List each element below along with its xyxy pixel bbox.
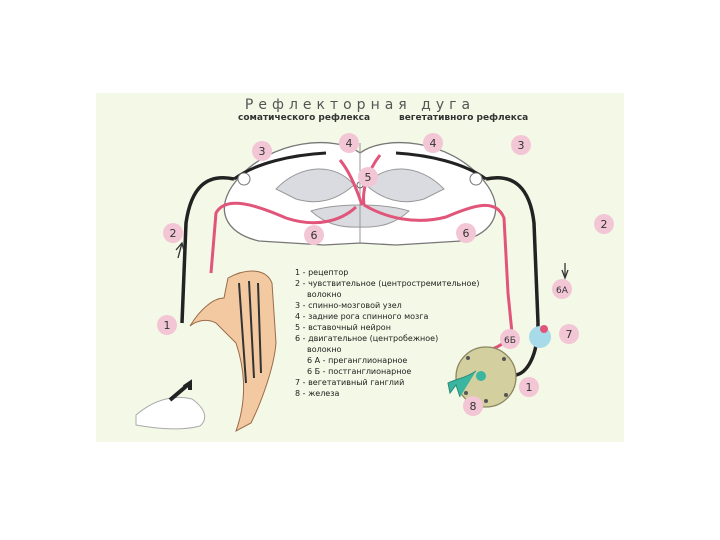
marker-label: 5	[365, 171, 372, 184]
marker-label: 2	[601, 218, 608, 231]
vegetative-arc	[362, 151, 569, 377]
legend-item: 6 А - преганглионарное	[307, 356, 408, 365]
diagram-panel: Рефлекторная дуга соматического рефлекса…	[96, 93, 624, 442]
marker-label: 3	[259, 145, 266, 158]
marker-label: 6Б	[504, 336, 516, 346]
legend-item: 7 - вегетативный ганглий	[295, 378, 405, 387]
marker-left-6: 6	[304, 225, 324, 245]
subtitle-somatic: соматического рефлекса	[238, 113, 371, 123]
marker-right-3: 3	[511, 135, 531, 155]
spinal-ganglion-right	[469, 172, 483, 186]
marker-left-3: 3	[252, 141, 272, 161]
subtitle-vegetative: вегетативного рефлекса	[399, 113, 529, 123]
sensory-fiber-right	[485, 176, 540, 324]
sensory-fiber-left	[180, 176, 235, 324]
interneuron	[338, 159, 364, 206]
legend-item: 3 - спинно-мозговой узел	[295, 301, 402, 310]
legend-item: волокно	[307, 290, 342, 299]
legend-item: 8 - железа	[295, 389, 340, 398]
marker-right-7: 7	[559, 324, 579, 344]
marker-label: 4	[346, 137, 353, 150]
marker-left-1: 1	[157, 315, 177, 335]
diagram-title: Рефлекторная дуга	[244, 97, 476, 113]
markers: 3 4 5 2 6 1 4 3 2 6 6А 6Б 7 1 8	[157, 133, 614, 416]
marker-label: 3	[518, 139, 525, 152]
marker-right-8: 8	[463, 396, 483, 416]
legend-item: 4 - задние рога спинного мозга	[295, 312, 429, 321]
legend-item: волокно	[307, 345, 342, 354]
marker-left-4: 4	[339, 133, 359, 153]
legend-item: 2 - чувствительное (центростремительное)	[295, 279, 480, 288]
legend-item: 6 Б - постганглионарное	[307, 367, 412, 376]
legend-item: 1 - рецептор	[295, 268, 349, 277]
marker-label: 6	[463, 227, 470, 240]
marker-label: 6	[311, 229, 318, 242]
marker-right-4: 4	[423, 133, 443, 153]
motor-fiber-left	[209, 201, 358, 274]
marker-label: 1	[164, 319, 171, 332]
arm-illustration	[135, 270, 277, 433]
marker-label: 6А	[556, 286, 569, 296]
reflex-arc-diagram: 3 4 5 2 6 1 4 3 2 6 6А 6Б 7 1 8	[135, 133, 614, 433]
marker-right-6: 6	[456, 223, 476, 243]
legend: 1 - рецептор 2 - чувствительное (центрос…	[295, 267, 510, 399]
marker-label: 2	[170, 227, 177, 240]
marker-label: 7	[566, 328, 573, 341]
spinal-ganglion-left	[237, 172, 251, 186]
marker-right-6a: 6А	[552, 279, 572, 299]
marker-label: 8	[470, 400, 477, 413]
marker-right-1: 1	[519, 377, 539, 397]
legend-item: 5 - вставочный нейрон	[295, 323, 391, 332]
somatic-arc	[175, 151, 364, 324]
marker-label: 1	[526, 381, 533, 394]
marker-left-5: 5	[358, 167, 378, 187]
marker-right-2: 2	[594, 214, 614, 234]
legend-item: 6 - двигательное (центробежное)	[295, 334, 439, 343]
marker-label: 4	[430, 137, 437, 150]
marker-left-2: 2	[163, 223, 183, 243]
preganglionic-fiber	[363, 203, 510, 294]
gland	[447, 346, 517, 408]
marker-right-6b: 6Б	[500, 329, 520, 349]
